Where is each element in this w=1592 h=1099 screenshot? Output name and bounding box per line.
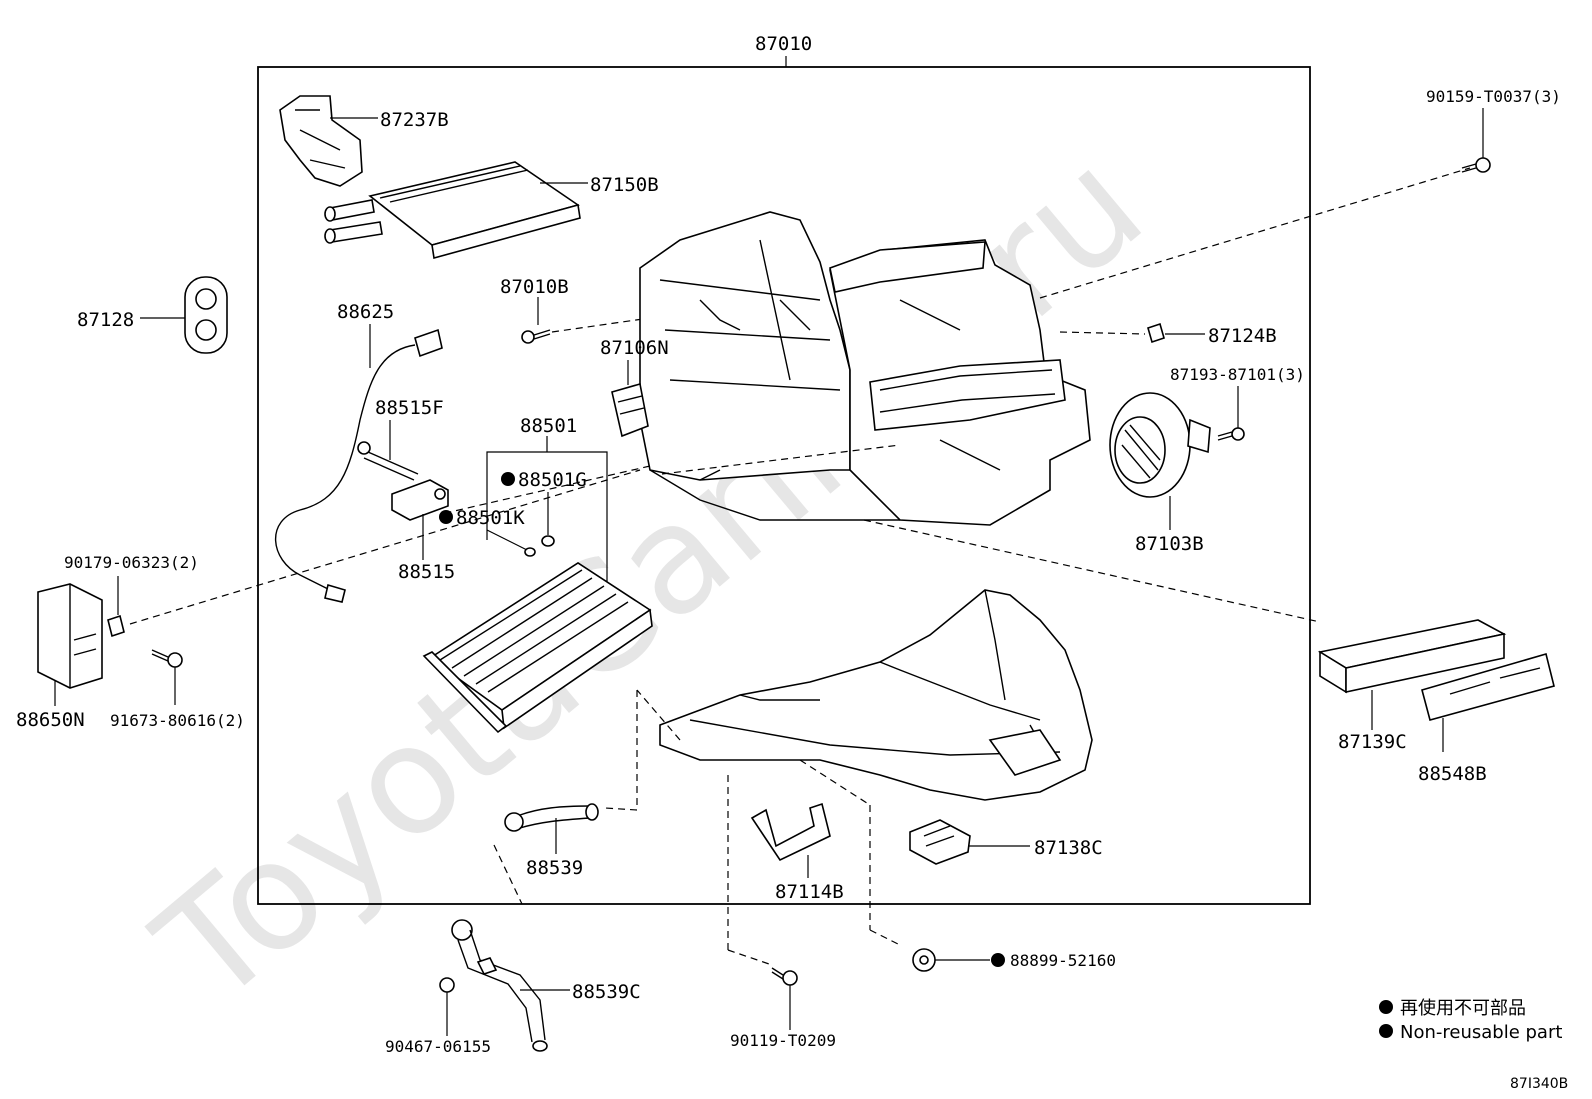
label-87150b: 87150B xyxy=(590,174,659,196)
label-90119: 90119-T0209 xyxy=(730,1031,836,1050)
label-87237b: 87237B xyxy=(380,109,449,131)
part-88515-expansion-valve xyxy=(391,479,449,521)
nonreusable-dot-88501k xyxy=(439,510,453,524)
label-88539c: 88539C xyxy=(572,981,641,1003)
legend-line-1: 再使用不可部品 xyxy=(1400,998,1526,1019)
part-88539c-hose xyxy=(451,919,548,1052)
label-88625: 88625 xyxy=(337,301,394,323)
legend-line-2: Non-reusable part xyxy=(1400,1022,1562,1043)
part-90119-bolt xyxy=(771,967,798,986)
part-88650n-ecu xyxy=(37,583,103,689)
assembly-frame xyxy=(257,66,1311,905)
part-87150b-heater-core xyxy=(324,161,581,260)
legend-dot-2 xyxy=(1379,1024,1393,1038)
label-88501k: 88501K xyxy=(456,507,525,529)
diagram-code: 87I340B xyxy=(1510,1076,1568,1092)
label-88548b: 88548B xyxy=(1418,763,1487,785)
part-87124b-clip xyxy=(1147,322,1165,344)
part-87237b-bracket xyxy=(279,95,363,187)
part-87128-grommet xyxy=(184,276,228,354)
nonreusable-dot-88501g xyxy=(501,472,515,486)
part-88548b-cover xyxy=(1421,653,1555,721)
part-88501-evaporator xyxy=(422,562,653,734)
part-hvac-case-lower xyxy=(659,589,1093,801)
label-88501: 88501 xyxy=(520,415,577,437)
label-87138c: 87138C xyxy=(1034,837,1103,859)
label-88501g: 88501G xyxy=(518,469,587,491)
label-87106n: 87106N xyxy=(600,337,669,359)
assembly-label: 87010 xyxy=(755,33,812,55)
label-88515: 88515 xyxy=(398,561,455,583)
part-88515f-bolt xyxy=(357,441,419,481)
label-90159: 90159-T0037(3) xyxy=(1426,87,1561,106)
label-87193: 87193-87101(3) xyxy=(1170,365,1305,384)
part-87103b-blower-motor xyxy=(1109,392,1211,498)
part-88539-drain-hose xyxy=(504,803,599,832)
label-87010b: 87010B xyxy=(500,276,569,298)
part-hvac-case-upper xyxy=(639,211,1091,526)
label-87128: 87128 xyxy=(77,309,134,331)
part-88501g-o-ring xyxy=(541,535,555,547)
nonreusable-dot-88899 xyxy=(991,953,1005,967)
part-90159-screw xyxy=(1461,157,1491,173)
part-87106n-actuator xyxy=(611,382,649,438)
part-88625-sensor-wire xyxy=(274,328,443,603)
label-90179: 90179-06323(2) xyxy=(64,553,199,572)
label-88899: 88899-52160 xyxy=(1010,951,1116,970)
label-91673: 91673-80616(2) xyxy=(110,711,245,730)
legend-dot-1 xyxy=(1379,1000,1393,1014)
part-88501-group-bracket xyxy=(486,436,608,592)
label-88515f: 88515F xyxy=(375,397,444,419)
label-87139c: 87139C xyxy=(1338,731,1407,753)
part-87139c-filter xyxy=(1317,619,1507,694)
part-91673-screw xyxy=(151,649,183,668)
part-87193-screw xyxy=(1217,427,1245,441)
part-87114b-bracket xyxy=(750,802,831,862)
part-87138c-resistor xyxy=(909,819,971,865)
label-88650n: 88650N xyxy=(16,709,85,731)
part-87010b-screw xyxy=(521,329,551,344)
part-88501k-o-ring xyxy=(524,547,536,557)
label-87124b: 87124B xyxy=(1208,325,1277,347)
part-90179-clip xyxy=(107,614,125,638)
label-87103b: 87103B xyxy=(1135,533,1204,555)
label-90467: 90467-06155 xyxy=(385,1037,491,1056)
label-87114b: 87114B xyxy=(775,881,844,903)
part-90467-clip xyxy=(439,977,455,993)
part-88899-nut xyxy=(912,948,936,972)
label-88539: 88539 xyxy=(526,857,583,879)
legend: 再使用不可部品 Non-reusable part xyxy=(1379,998,1562,1043)
